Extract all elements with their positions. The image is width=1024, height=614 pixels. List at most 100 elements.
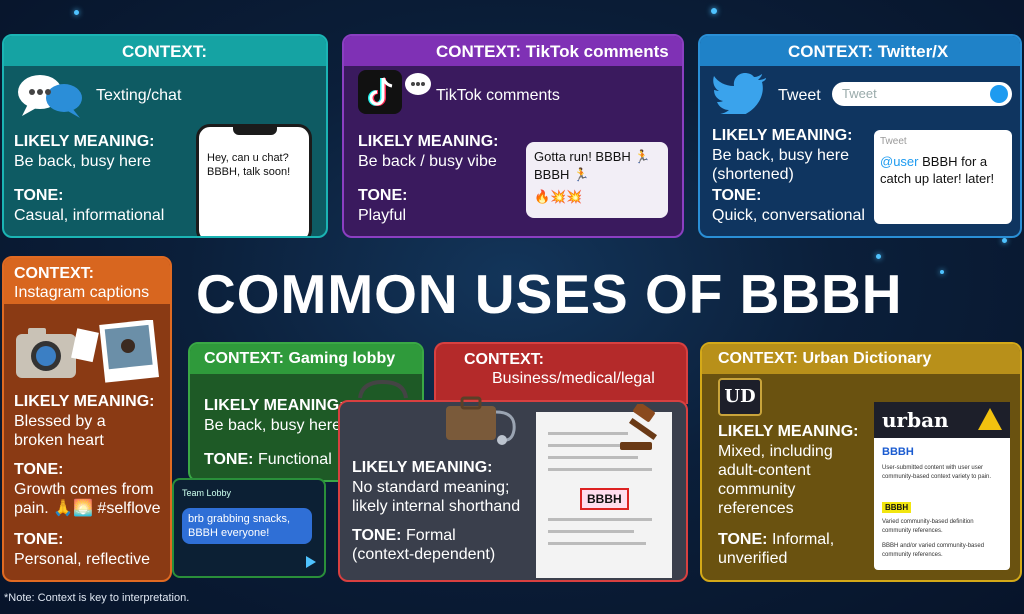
tone-text: Playful — [358, 207, 407, 224]
urban-dictionary-panel: urban BBBH User-submitted content with u… — [874, 402, 1010, 570]
tone-text: unverified — [718, 550, 788, 567]
card-subtitle: TikTok comments — [436, 87, 560, 104]
tone-text: TONE: Informal, — [718, 530, 834, 549]
meaning-label: LIKELY MEANING: — [204, 397, 345, 414]
glow-dot — [1002, 238, 1007, 243]
meaning-label: LIKELY MEANING: — [712, 127, 853, 144]
tone-label: TONE: — [14, 531, 64, 548]
meaning-label: LIKELY MEANING: — [358, 133, 499, 150]
doc-tag: BBBH — [580, 488, 629, 510]
page-title: COMMON USES OF BBBH — [196, 263, 903, 325]
tone-text: Casual, informational — [14, 207, 165, 224]
lobby-message: brb grabbing snacks, BBBH everyone! — [182, 508, 312, 544]
doc-line — [548, 444, 648, 447]
card-business: CONTEXT: Business/medical/legal — [434, 342, 688, 404]
meaning-text: Be back, busy here — [204, 417, 341, 434]
card-urban: CONTEXT: Urban Dictionary UD LIKELY MEAN… — [700, 342, 1022, 582]
card-header: CONTEXT: Urban Dictionary — [702, 344, 1020, 374]
meaning-text: Be back / busy vibe — [358, 153, 497, 170]
card-header-line: CONTEXT: — [14, 265, 94, 282]
tiktok-icon — [358, 70, 431, 114]
tweet-input[interactable]: Tweet — [832, 82, 1012, 106]
footnote: *Note: Context is key to interpretation. — [4, 592, 190, 604]
phone-notch — [233, 127, 277, 135]
meaning-text: Mixed, including — [718, 443, 833, 460]
tone-label: TONE: — [358, 187, 408, 204]
comment-line: BBBH 🏃 — [534, 167, 590, 182]
tweet-mention: @user — [880, 154, 919, 169]
doc-line — [548, 530, 634, 533]
briefcase-stethoscope-icon — [446, 396, 516, 445]
meaning-text: Be back, busy here — [712, 147, 849, 164]
tweet-card-label: Tweet — [880, 136, 907, 147]
phone-message: Hey, can u chat? BBBH, talk soon! — [207, 152, 291, 178]
card-header: CONTEXT: Business/medical/legal — [436, 344, 686, 388]
twitter-bird-icon — [712, 73, 766, 114]
panel-tag: BBBH — [882, 502, 912, 513]
tone-text: Personal, reflective — [14, 551, 151, 568]
tone-text: TONE: Functional — [204, 450, 332, 469]
card-header-line: Business/medical/legal — [492, 370, 655, 387]
meaning-text: community — [718, 481, 796, 498]
gavel-icon — [620, 404, 658, 450]
card-tiktok: CONTEXT: TikTok comments TikTok comments… — [342, 34, 684, 238]
tone-text: Growth comes from — [14, 481, 154, 498]
card-instagram: CONTEXT: Instagram captions LIKELY MEANI… — [2, 256, 172, 582]
glow-dot — [940, 270, 944, 274]
meaning-text: Be back, busy here — [14, 153, 151, 170]
tone-value: Formal — [405, 527, 456, 544]
tone-value: Informal, — [771, 531, 835, 548]
send-icon[interactable] — [306, 556, 316, 568]
tone-label: TONE: — [352, 527, 402, 544]
tone-text: Quick, conversational — [712, 207, 865, 224]
card-header: CONTEXT: — [4, 36, 326, 66]
meaning-label: LIKELY MEANING: — [718, 423, 859, 440]
card-subtitle: Tweet — [778, 87, 821, 104]
panel-definition: BBBH and/or varied community-based commu… — [882, 543, 985, 558]
tone-label: TONE: — [718, 531, 768, 548]
card-subtitle: Texting/chat — [96, 87, 182, 104]
card-header-line: CONTEXT: — [464, 351, 544, 368]
meaning-text: likely internal shorthand — [352, 498, 521, 515]
tone-label: TONE: — [14, 187, 64, 204]
doc-line — [548, 518, 652, 521]
comment-line: Gotta run! BBBH 🏃 — [534, 149, 651, 164]
team-lobby-window: Team Lobby brb grabbing snacks, BBBH eve… — [172, 478, 326, 578]
phone-mockup: Hey, can u chat? BBBH, talk soon! — [196, 124, 312, 236]
meaning-text: Blessed by a — [14, 413, 106, 430]
meaning-label: LIKELY MEANING: — [14, 133, 155, 150]
meaning-text: references — [718, 500, 794, 517]
tweet-card-text: @user BBBH for a catch up later! later! — [880, 153, 1006, 187]
comment-emoji: 🔥💥💥 — [534, 189, 583, 204]
card-header: CONTEXT: Gaming lobby — [190, 344, 422, 374]
meaning-text: No standard meaning; — [352, 479, 510, 496]
tweet-body: BBBH for a catch up later! later! — [880, 154, 995, 186]
card-header: CONTEXT: TikTok comments — [344, 36, 682, 66]
tone-label: TONE: — [712, 187, 762, 204]
doc-line — [548, 542, 646, 545]
twitter-small-icon — [990, 85, 1008, 103]
glow-dot — [711, 8, 717, 14]
tone-text: pain. 🙏🌅 #selflove — [14, 500, 161, 517]
meaning-label: LIKELY MEANING: — [352, 459, 493, 476]
warning-icon — [978, 408, 1002, 430]
glow-dot — [876, 254, 881, 259]
doc-line — [548, 468, 652, 471]
business-body: LIKELY MEANING: No standard meaning; lik… — [338, 396, 688, 582]
meaning-label: LIKELY MEANING: — [14, 393, 155, 410]
panel-definition: User-submitted content with user user co… — [882, 465, 992, 480]
doc-line — [548, 432, 628, 435]
lobby-title: Team Lobby — [182, 488, 232, 498]
ud-badge-icon: UD — [718, 378, 762, 416]
comment-bubble: Gotta run! BBBH 🏃 BBBH 🏃 🔥💥💥 — [526, 142, 668, 218]
card-header-line: Instagram captions — [14, 284, 150, 301]
card-twitter: CONTEXT: Twitter/X Tweet Tweet LIKELY ME… — [698, 34, 1022, 238]
tone-text: (context-dependent) — [352, 546, 496, 563]
panel-definition: Varied community-based definition commun… — [882, 519, 974, 534]
panel-word: BBBH — [882, 446, 914, 458]
card-header: CONTEXT: Instagram captions — [4, 258, 170, 304]
tweet-input-placeholder: Tweet — [842, 86, 877, 101]
card-texting: CONTEXT: Texting/chat LIKELY MEANING: Be… — [2, 34, 328, 238]
tweet-card: Tweet @user BBBH for a catch up later! l… — [874, 130, 1012, 224]
doc-line — [548, 456, 638, 459]
